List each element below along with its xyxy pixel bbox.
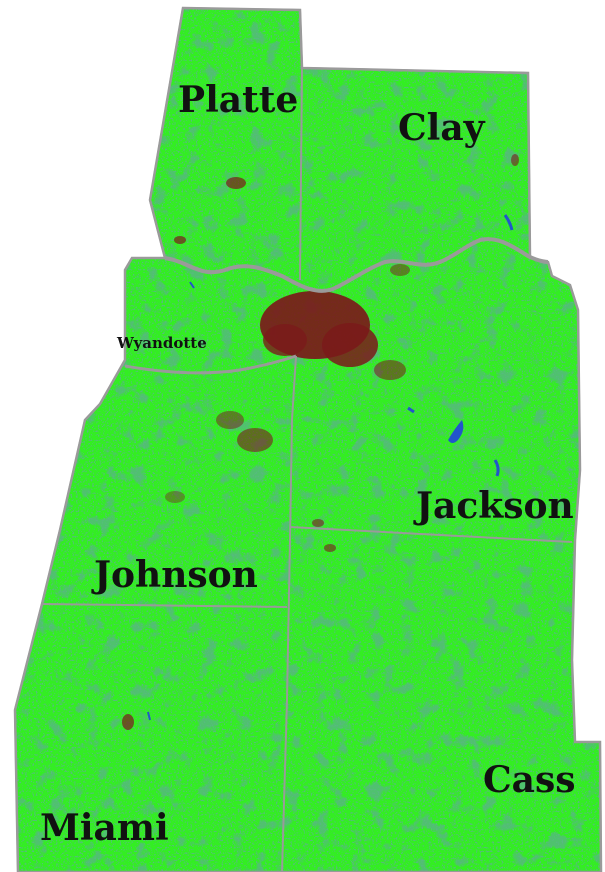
county-label-wyandotte: Wyandotte xyxy=(116,334,207,352)
county-label-clay: Clay xyxy=(398,107,486,149)
urban-area xyxy=(122,154,519,730)
county-borders xyxy=(41,67,573,872)
county-label-jackson: Jackson xyxy=(413,485,574,527)
water-bodies xyxy=(147,214,514,721)
county-label-cass: Cass xyxy=(483,759,576,801)
county-label-platte: Platte xyxy=(178,79,298,121)
county-label-miami: Miami xyxy=(40,807,169,849)
county-label-johnson: Johnson xyxy=(91,554,258,596)
